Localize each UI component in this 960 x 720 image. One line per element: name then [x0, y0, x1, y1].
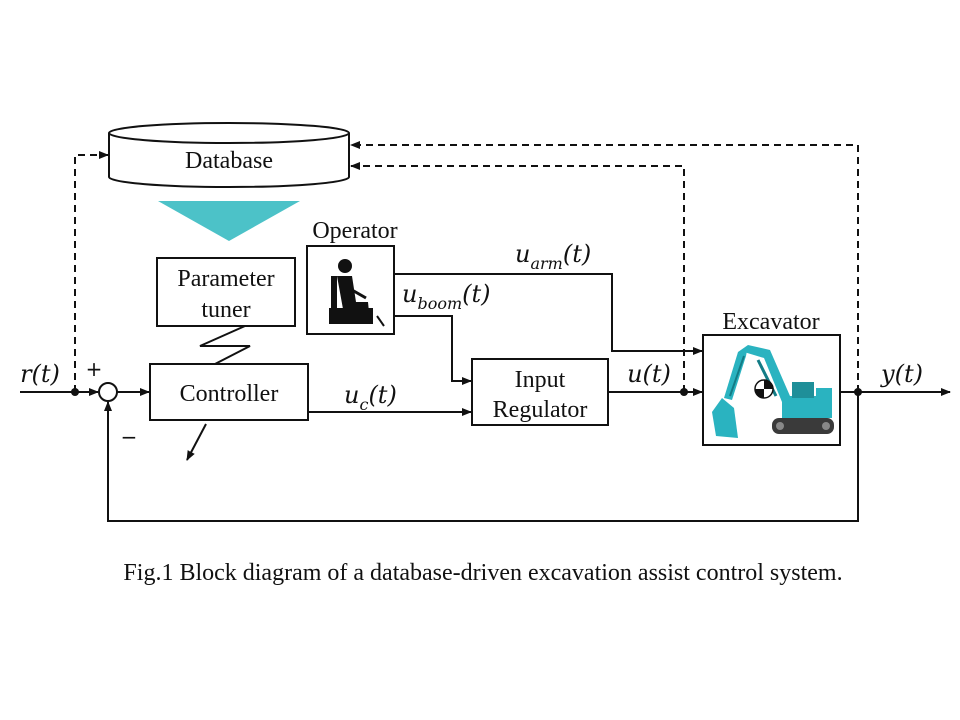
- reference-signal-label: r(t): [20, 360, 60, 388]
- excavator-icon: [712, 345, 834, 438]
- seated-operator-icon: [329, 259, 385, 327]
- excavator-label: Excavator: [722, 309, 819, 335]
- center-of-mass-icon: [754, 379, 774, 399]
- tuner-controller-link: [199, 325, 251, 365]
- parameter-tuner-label-line2: tuner: [201, 297, 250, 323]
- feedback-line: [104, 392, 859, 522]
- operator-block: [306, 245, 395, 335]
- database-output-arrow-icon: [158, 201, 300, 241]
- reference-to-database-dashed: [74, 151, 109, 392]
- uarm-line: [394, 273, 703, 355]
- u-to-database-dashed: [350, 162, 685, 392]
- controller-block: Controller: [149, 363, 309, 421]
- parameter-tuner-label-line1: Parameter: [177, 266, 274, 292]
- control-input-signal-label: u(t): [627, 360, 671, 388]
- input-regulator-label-line1: Input: [515, 367, 566, 393]
- excavator-block: [702, 334, 841, 446]
- parameter-tuner-block: Parameter tuner: [156, 257, 296, 327]
- controller-label: Controller: [180, 381, 279, 407]
- input-regulator-label-line2: Regulator: [493, 397, 588, 423]
- operator-label: Operator: [312, 218, 397, 244]
- uboom-line: [394, 315, 472, 385]
- output-to-database-dashed: [350, 141, 859, 392]
- uboom-signal-label: uboom(t): [402, 280, 491, 313]
- database-block: Database: [108, 122, 350, 188]
- minus-sign: −: [121, 425, 138, 449]
- input-regulator-block: Input Regulator: [471, 358, 609, 426]
- uarm-signal-label: uarm(t): [515, 240, 591, 273]
- database-label: Database: [185, 148, 273, 174]
- plus-sign: +: [86, 357, 103, 381]
- output-signal-label: y(t): [880, 360, 923, 388]
- tuning-arrow: [186, 423, 207, 461]
- uc-signal-label: uc(t): [344, 381, 397, 414]
- figure-caption: Fig.1 Block diagram of a database-driven…: [123, 560, 842, 586]
- summing-junction: [98, 382, 118, 402]
